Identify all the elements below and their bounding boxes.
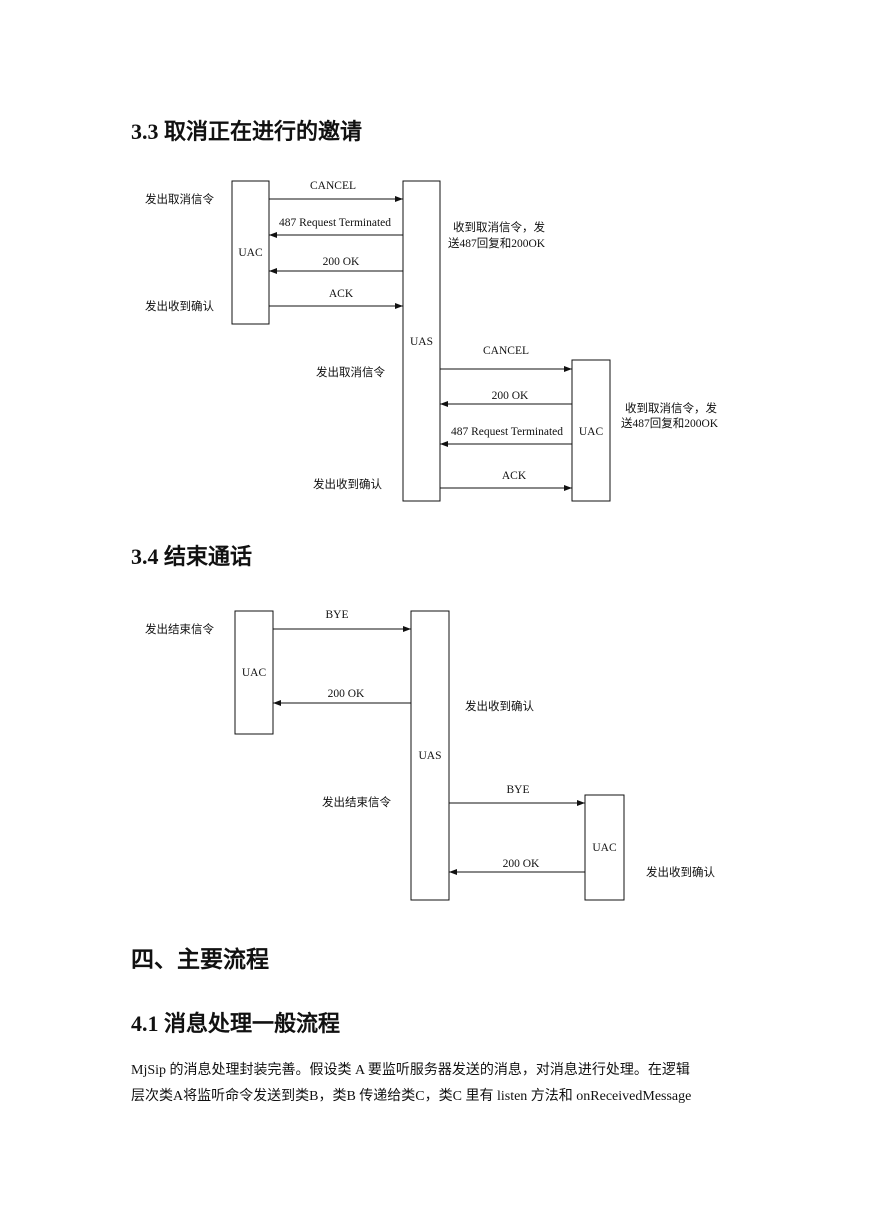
- note-recv-cancel-2a: 收到取消信令，发: [625, 401, 717, 415]
- bye-diagram: UAC UAS UAC BYE 200 OK BYE 200 OK 发出结束信令…: [145, 609, 715, 901]
- uac-bottom-label: UAC: [592, 842, 617, 854]
- uac-top-box: [234, 610, 274, 735]
- msg-200ok-2: 200 OK: [492, 390, 529, 402]
- note-send-ack-1: 发出收到确认: [465, 699, 534, 713]
- cancel-diagram: UAC UAS UAC CANCEL 487 Request Terminate…: [145, 180, 719, 502]
- paragraph-line: MjSip 的消息处理封装完善。假设类 A 要监听服务器发送的消息，对消息进行处…: [131, 1063, 690, 1078]
- section-heading-3-3: 3.3 取消正在进行的邀请: [131, 119, 363, 144]
- note-send-ack-1: 发出收到确认: [145, 299, 214, 313]
- msg-ack-1: ACK: [329, 288, 354, 300]
- msg-bye-1: BYE: [326, 609, 349, 621]
- msg-200ok-1: 200 OK: [328, 688, 365, 700]
- uac-top-label: UAC: [238, 247, 263, 259]
- uas-box: [402, 180, 441, 502]
- msg-487-1: 487 Request Terminated: [279, 217, 391, 229]
- note-send-bye-2: 发出结束信令: [322, 795, 391, 809]
- msg-cancel-1: CANCEL: [310, 180, 356, 192]
- section-heading-4-1: 4.1 消息处理一般流程: [131, 1011, 341, 1036]
- note-send-bye-1: 发出结束信令: [145, 622, 214, 636]
- uas-label: UAS: [418, 750, 441, 762]
- msg-200ok-2: 200 OK: [503, 858, 540, 870]
- note-send-cancel-2: 发出取消信令: [316, 365, 385, 379]
- msg-bye-2: BYE: [507, 784, 530, 796]
- uac-bottom-box: [584, 794, 625, 901]
- note-recv-cancel-1b: 送487回复和200OK: [448, 236, 546, 250]
- msg-ack-2: ACK: [502, 470, 527, 482]
- uac-bottom-box: [571, 359, 611, 502]
- chapter-heading-4: 四、主要流程: [131, 947, 269, 972]
- note-send-ack-2: 发出收到确认: [313, 477, 382, 491]
- note-send-ack-2: 发出收到确认: [646, 865, 715, 879]
- body-paragraph: MjSip 的消息处理封装完善。假设类 A 要监听服务器发送的消息，对消息进行处…: [131, 1058, 741, 1110]
- note-recv-cancel-1a: 收到取消信令，发: [453, 220, 545, 234]
- uac-top-box: [231, 180, 270, 325]
- msg-487-2: 487 Request Terminated: [451, 426, 563, 438]
- msg-cancel-2: CANCEL: [483, 345, 529, 357]
- uas-label: UAS: [410, 336, 433, 348]
- note-recv-cancel-2b: 送487回复和200OK: [621, 416, 719, 430]
- uac-top-label: UAC: [242, 667, 267, 679]
- msg-200ok-1: 200 OK: [323, 256, 360, 268]
- paragraph-line: 层次类A将监听命令发送到类B，类B 传递给类C，类C 里有 listen 方法和…: [131, 1089, 692, 1104]
- uac-bottom-label: UAC: [579, 426, 604, 438]
- section-heading-3-4: 3.4 结束通话: [131, 544, 253, 569]
- uas-box: [410, 610, 450, 901]
- note-send-cancel-1: 发出取消信令: [145, 192, 214, 206]
